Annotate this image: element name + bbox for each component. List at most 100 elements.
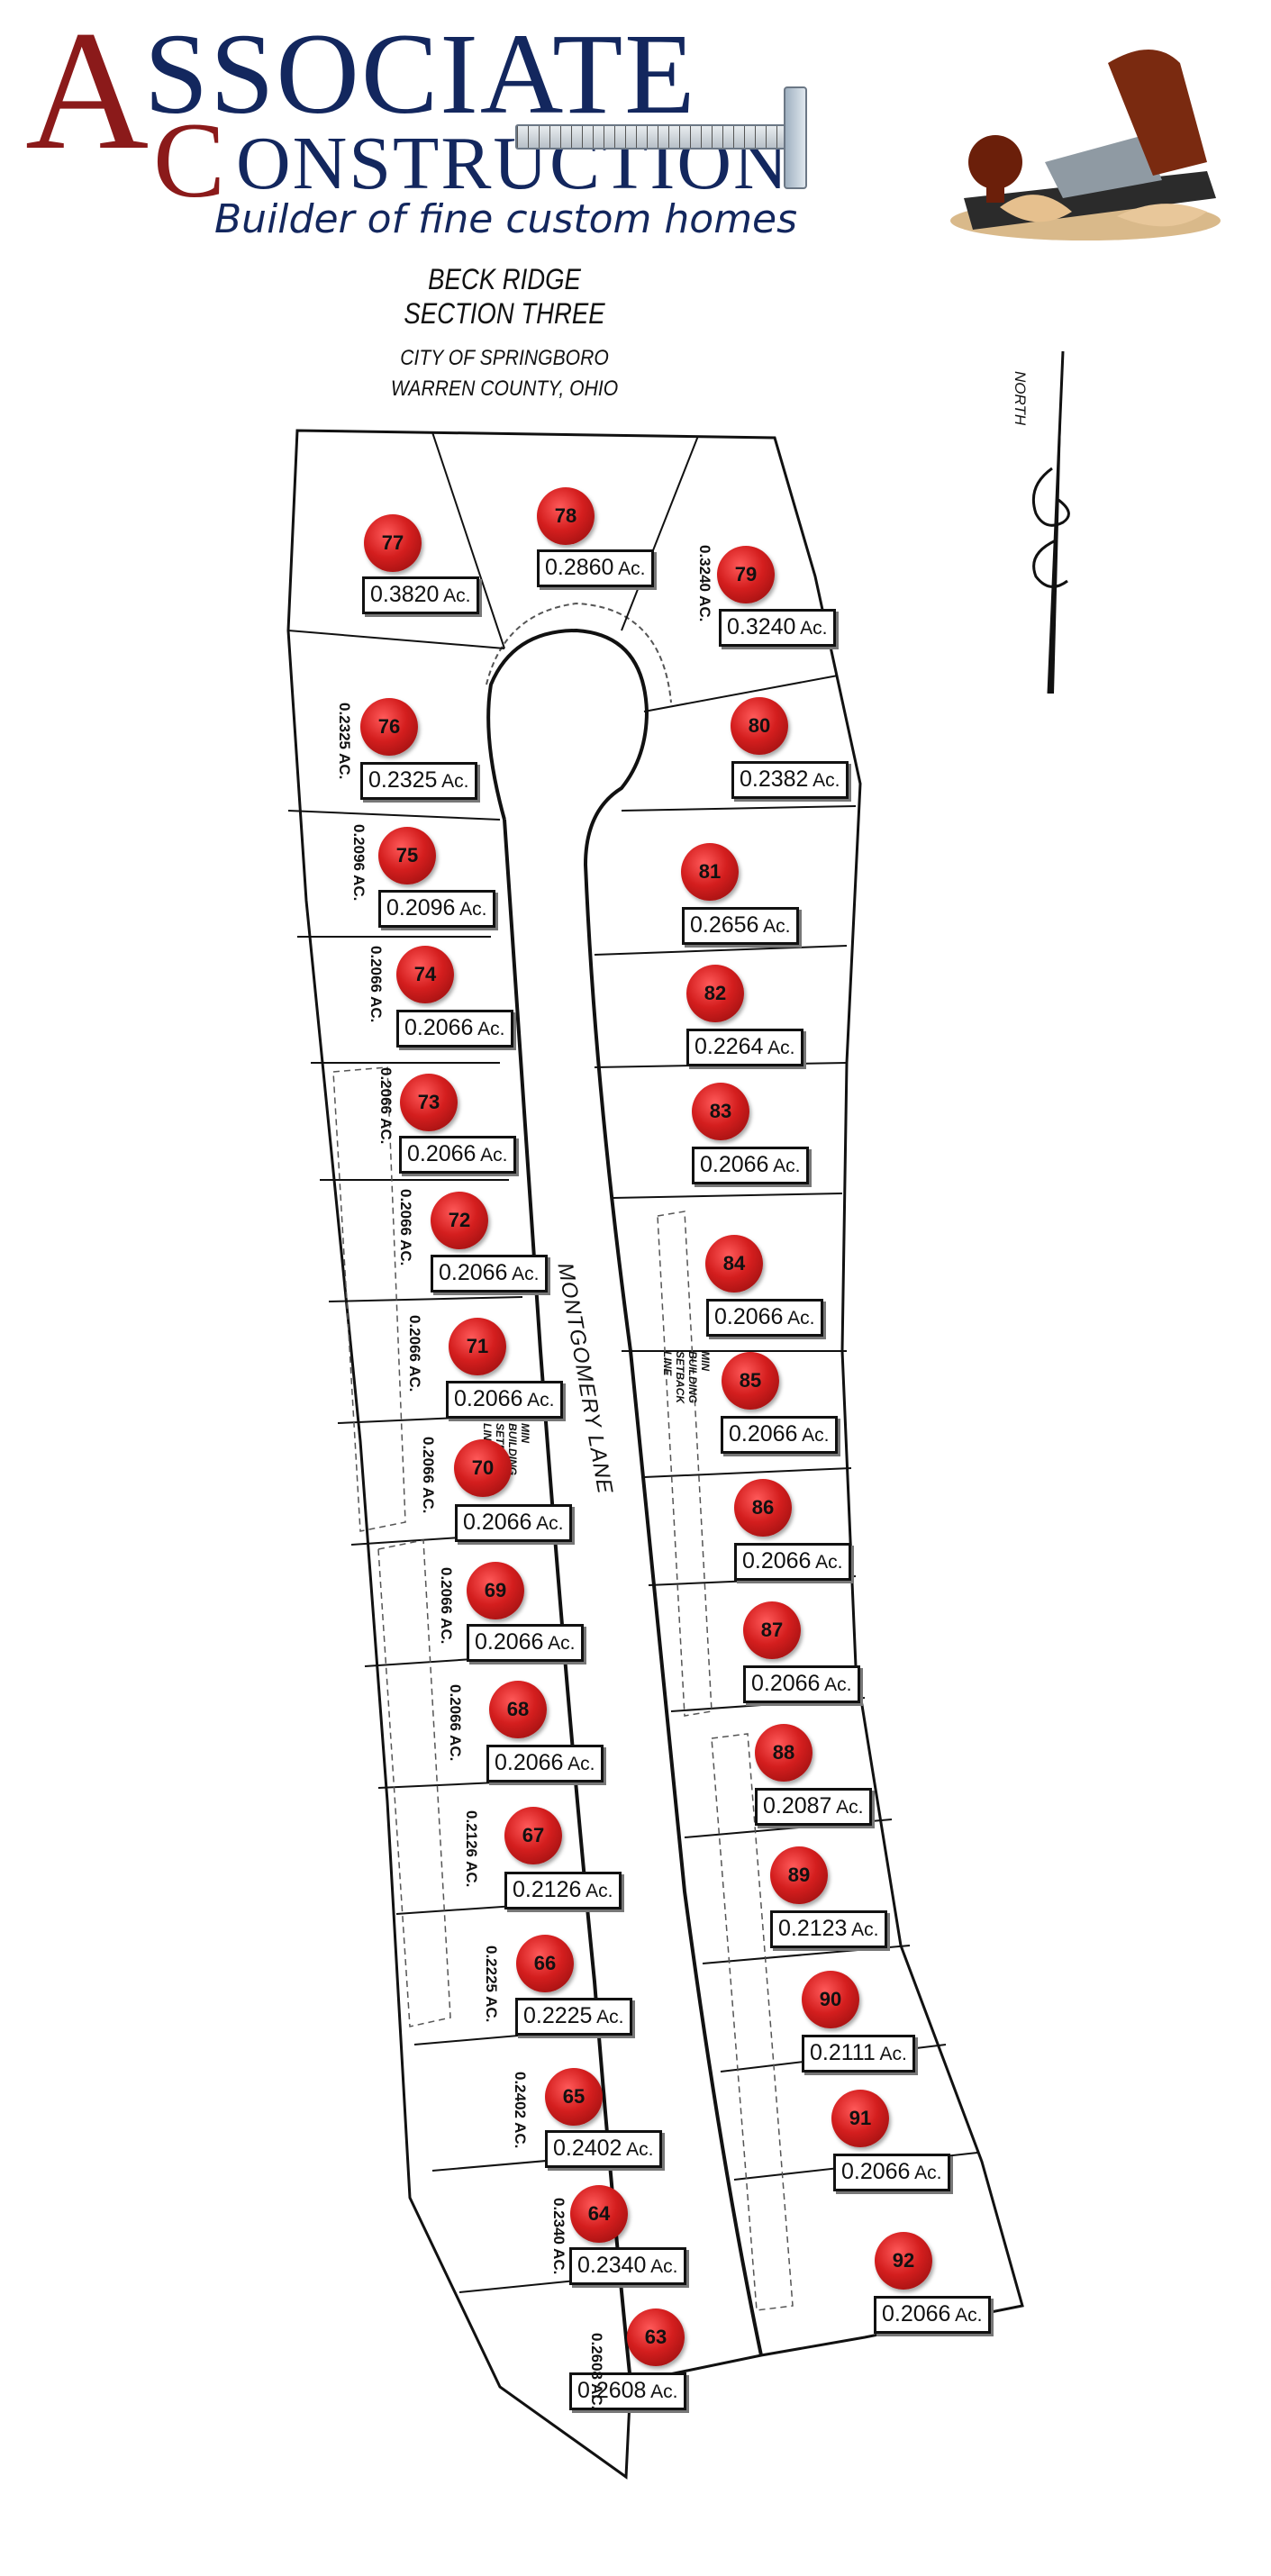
- lot-marker-84[interactable]: 84: [705, 1235, 763, 1293]
- acre-unit: Ac.: [783, 1308, 815, 1329]
- acre-value: 0.2402: [553, 2136, 622, 2161]
- acre-unit: Ac.: [795, 618, 828, 639]
- lot-marker-64[interactable]: 64: [570, 2185, 628, 2243]
- acre-label-79: 0.3240 Ac.: [719, 609, 836, 647]
- acre-label-70: 0.2066 Ac.: [455, 1504, 572, 1542]
- acre-label-63: 0.2608 Ac.: [569, 2372, 686, 2410]
- lot-marker-68[interactable]: 68: [489, 1681, 547, 1738]
- lot-marker-71[interactable]: 71: [449, 1318, 506, 1375]
- lot-marker-82[interactable]: 82: [686, 965, 744, 1022]
- side-acre-label-66: 0.2225 AC.: [483, 1946, 500, 2023]
- acre-value: 0.2066: [495, 1750, 564, 1775]
- acre-unit: Ac.: [439, 585, 471, 606]
- acre-value: 0.2066: [729, 1421, 798, 1447]
- acre-value: 0.2608: [577, 2378, 647, 2403]
- ruler-end-graphic: [784, 86, 807, 189]
- setback-label-east: MIN BUILDING SETBACK LINE: [661, 1351, 712, 1404]
- acre-label-64: 0.2340 Ac.: [569, 2247, 686, 2285]
- lot-marker-89[interactable]: 89: [770, 1846, 828, 1904]
- acre-value: 0.3820: [370, 582, 440, 607]
- acre-label-92: 0.2066 Ac.: [874, 2296, 991, 2334]
- acre-label-78: 0.2860 Ac.: [537, 549, 654, 587]
- lot-marker-67[interactable]: 67: [504, 1807, 562, 1864]
- logo-word-ssociate: SSOCIATE: [144, 10, 697, 138]
- acre-value: 0.2656: [690, 912, 759, 938]
- company-tagline: Builder of fine custom homes: [214, 196, 798, 242]
- acre-value: 0.2066: [404, 1015, 474, 1040]
- acre-label-85: 0.2066 Ac.: [721, 1416, 838, 1454]
- lot-marker-77[interactable]: 77: [364, 514, 422, 572]
- lot-marker-63[interactable]: 63: [627, 2308, 685, 2366]
- lot-marker-81[interactable]: 81: [681, 843, 739, 901]
- lot-marker-92[interactable]: 92: [875, 2232, 932, 2290]
- acre-unit: Ac.: [476, 1145, 508, 1166]
- lot-marker-70[interactable]: 70: [454, 1439, 512, 1497]
- lot-marker-69[interactable]: 69: [467, 1562, 524, 1619]
- acre-label-83: 0.2066 Ac.: [692, 1147, 809, 1184]
- acre-label-72: 0.2066 Ac.: [431, 1255, 548, 1293]
- acre-value: 0.2066: [700, 1152, 769, 1177]
- acre-unit: Ac.: [437, 771, 469, 792]
- lot-marker-86[interactable]: 86: [734, 1479, 792, 1537]
- city-label: CITY OF SPRINGBORO: [400, 346, 609, 370]
- acre-label-69: 0.2066 Ac.: [467, 1624, 584, 1662]
- lot-marker-90[interactable]: 90: [802, 1971, 859, 2028]
- acre-value: 0.2340: [577, 2253, 647, 2278]
- side-acre-label-64: 0.2340 AC.: [550, 2198, 567, 2275]
- acre-unit: Ac.: [455, 899, 487, 920]
- acre-label-68: 0.2066 Ac.: [486, 1745, 604, 1782]
- acre-label-71: 0.2066 Ac.: [446, 1381, 563, 1419]
- acre-label-77: 0.3820 Ac.: [362, 576, 479, 614]
- acre-unit: Ac.: [563, 1754, 595, 1774]
- acre-label-74: 0.2066 Ac.: [396, 1010, 513, 1048]
- side-acre-label-71: 0.2066 AC.: [406, 1315, 423, 1392]
- acre-unit: Ac.: [875, 2044, 907, 2064]
- acre-value: 0.2066: [439, 1260, 508, 1285]
- lot-marker-87[interactable]: 87: [743, 1601, 801, 1659]
- acre-unit: Ac.: [592, 2007, 624, 2027]
- acre-unit: Ac.: [820, 1674, 852, 1695]
- acre-label-88: 0.2087 Ac.: [755, 1788, 872, 1826]
- acre-value: 0.2066: [714, 1304, 784, 1329]
- lot-marker-83[interactable]: 83: [692, 1083, 749, 1140]
- acre-value: 0.2096: [386, 895, 456, 921]
- lot-marker-73[interactable]: 73: [400, 1074, 458, 1131]
- acre-value: 0.2066: [407, 1141, 477, 1166]
- lot-marker-74[interactable]: 74: [396, 946, 454, 1003]
- road-west-edge: [486, 628, 763, 2356]
- side-acre-label-69: 0.2066 AC.: [438, 1567, 455, 1645]
- side-acre-label-63: 0.2608 AC.: [588, 2333, 605, 2410]
- lot-marker-91[interactable]: 91: [831, 2090, 889, 2147]
- acre-unit: Ac.: [808, 770, 840, 791]
- logo-letter-c: C: [153, 100, 228, 220]
- acre-value: 0.2123: [778, 1916, 848, 1941]
- lot-marker-88[interactable]: 88: [755, 1724, 813, 1782]
- acre-unit: Ac.: [758, 916, 791, 937]
- acre-unit: Ac.: [831, 1797, 864, 1818]
- acre-unit: Ac.: [797, 1425, 830, 1446]
- lot-marker-76[interactable]: 76: [360, 698, 418, 756]
- acre-value: 0.2126: [513, 1877, 582, 1902]
- acre-unit: Ac.: [613, 558, 646, 579]
- acre-unit: Ac.: [646, 2256, 678, 2277]
- lot-marker-66[interactable]: 66: [516, 1935, 574, 1992]
- acre-label-73: 0.2066 Ac.: [399, 1136, 516, 1174]
- acre-unit: Ac.: [522, 1390, 555, 1410]
- acre-value: 0.2382: [740, 766, 809, 792]
- lot-marker-78[interactable]: 78: [537, 487, 595, 545]
- lot-marker-72[interactable]: 72: [431, 1192, 488, 1249]
- acre-value: 0.2066: [841, 2159, 911, 2184]
- section-title: SECTION THREE: [404, 297, 605, 330]
- hand-plane-image: [950, 50, 1221, 240]
- acre-value: 0.2225: [523, 2003, 593, 2028]
- acre-label-80: 0.2382 Ac.: [731, 761, 849, 799]
- acre-unit: Ac.: [581, 1881, 613, 1901]
- lot-marker-80[interactable]: 80: [731, 697, 788, 755]
- lot-marker-75[interactable]: 75: [378, 827, 436, 884]
- acre-unit: Ac.: [531, 1513, 564, 1534]
- acre-label-76: 0.2325 Ac.: [360, 762, 477, 800]
- lot-marker-65[interactable]: 65: [545, 2068, 603, 2126]
- lot-marker-79[interactable]: 79: [717, 546, 775, 603]
- lot-marker-85[interactable]: 85: [722, 1352, 779, 1410]
